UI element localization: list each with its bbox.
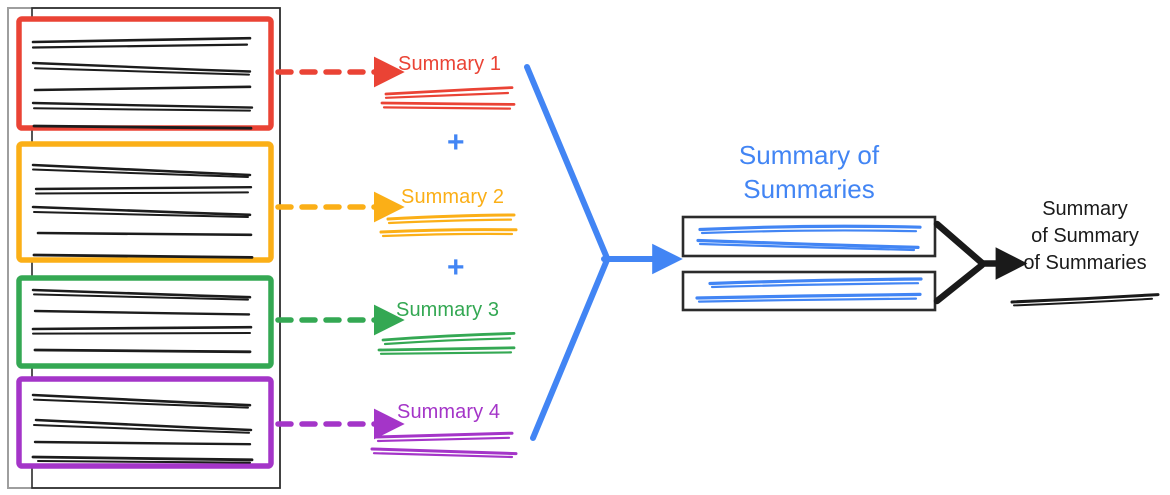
summary-3-label: Summary 3 [396,299,500,321]
green-document-group[interactable] [16,275,274,369]
summary-2-label: Summary 2 [401,186,505,208]
summary-4-label: Summary 4 [397,401,501,423]
final-output-line2: of Summary [1031,225,1139,247]
black-converging-arrow [933,220,1028,305]
final-output-line3: of Summaries [1023,252,1147,274]
red-document-group[interactable] [16,16,274,131]
summary-of-summaries-title-line2: Summaries [743,174,875,204]
summary-2-lines [379,213,518,238]
sos-box-2[interactable] [681,270,937,312]
final-output-line [1010,293,1160,307]
plus-operator-1: + [447,126,465,159]
summary-3-lines [377,332,516,355]
summary-1-label: Summary 1 [398,53,502,75]
orange-document-group[interactable] [16,141,274,263]
purple-document-group[interactable] [16,376,274,469]
sos-box-2-lines [695,277,923,303]
sos-box-1[interactable] [681,215,937,258]
summary-1-lines [380,86,516,110]
plus-operator-2: + [447,251,465,284]
orange-group-text-lines [31,163,254,259]
sos-box-1-lines [696,224,922,252]
summary-4-lines [370,431,518,459]
blue-converging-arrow [524,64,683,441]
final-output-line1: Summary [1042,198,1128,220]
green-group-text-lines [31,288,253,354]
purple-group-text-lines [31,393,254,464]
red-group-text-lines [31,36,254,130]
summary-of-summaries-title-line1: Summary of [738,140,880,170]
